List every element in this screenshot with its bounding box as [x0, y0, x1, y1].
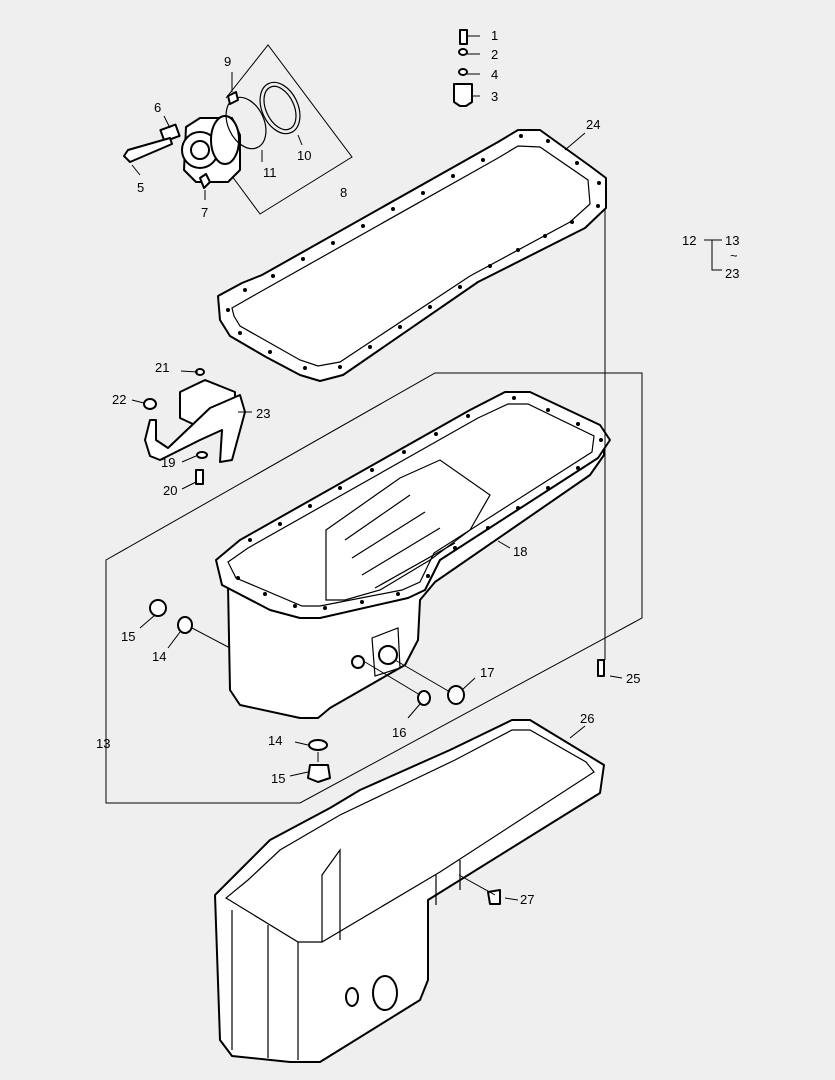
oil-pan-18	[215, 391, 611, 719]
callout-labels: 1 2 3 4 5 6 7 8 9 10 11 12 13 13 ~ 23 23…	[96, 28, 739, 907]
callout-tilde: ~	[730, 248, 738, 263]
group-13-bracket	[105, 372, 643, 804]
callout-27: 27	[520, 892, 534, 907]
callout-5: 5	[137, 180, 144, 195]
callout-24: 24	[586, 117, 600, 132]
callout-11: 11	[263, 165, 277, 180]
callout-2: 2	[491, 47, 498, 62]
callout-19: 19	[161, 455, 175, 470]
callout-17: 17	[480, 665, 494, 680]
callout-10: 10	[297, 148, 311, 163]
callout-6: 6	[154, 100, 161, 115]
oil-strainer-assembly	[143, 368, 246, 485]
callout-23-ref: 23	[725, 266, 739, 281]
callout-13: 13	[96, 736, 110, 751]
oil-pump-assembly	[123, 81, 301, 189]
gasket-24	[217, 129, 607, 382]
leader-lines	[131, 35, 722, 901]
callout-16: 16	[392, 725, 406, 740]
callout-21: 21	[155, 360, 169, 375]
drain-plug-assembly-1-4	[453, 29, 473, 107]
callout-13-ref: 13	[725, 233, 739, 248]
callout-4: 4	[491, 67, 498, 82]
callout-7: 7	[201, 205, 208, 220]
drain-hardware	[149, 599, 605, 905]
lower-oil-pan-26	[214, 719, 605, 1063]
callout-1: 1	[491, 28, 498, 43]
callout-8: 8	[340, 185, 347, 200]
callout-25: 25	[626, 671, 640, 686]
callout-26: 26	[580, 711, 594, 726]
callout-23: 23	[256, 406, 270, 421]
callout-15-upper: 15	[121, 629, 135, 644]
callout-22: 22	[112, 392, 126, 407]
callout-20: 20	[163, 483, 177, 498]
callout-18: 18	[513, 544, 527, 559]
callout-14-lower: 14	[268, 733, 282, 748]
callout-15-lower: 15	[271, 771, 285, 786]
group-8-bracket	[225, 44, 353, 215]
callout-14-upper: 14	[152, 649, 166, 664]
callout-12: 12	[682, 233, 696, 248]
callout-3: 3	[491, 89, 498, 104]
callout-9: 9	[224, 54, 231, 69]
